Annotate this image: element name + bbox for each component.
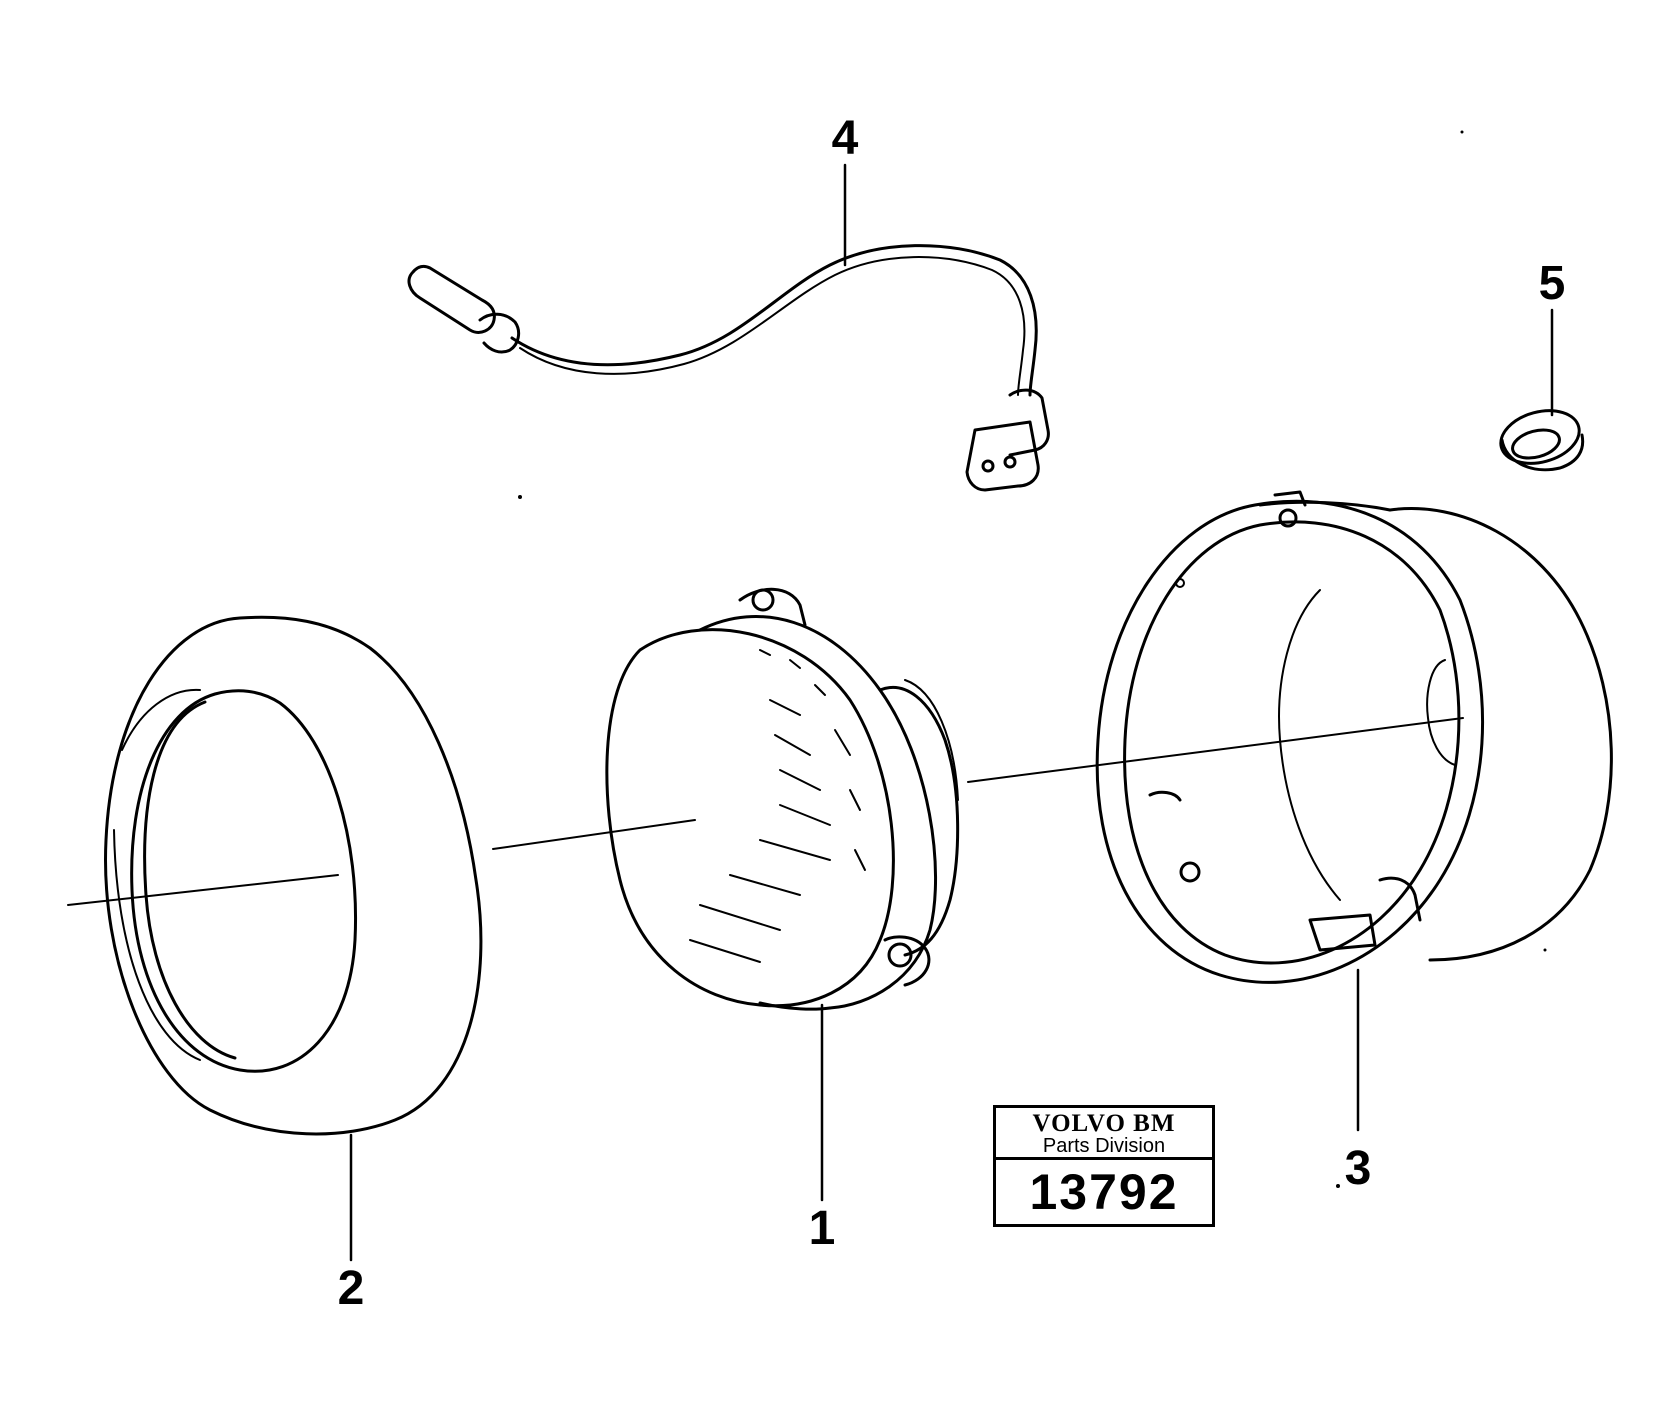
title-block-header: VOLVO BM Parts Division — [996, 1108, 1212, 1160]
grommet-part-5 — [1499, 409, 1585, 472]
headlight-insert-part-1 — [605, 587, 960, 1011]
leader-lines — [349, 163, 1554, 1262]
division-name: Parts Division — [1042, 1135, 1166, 1157]
callout-1: 1 — [808, 1202, 836, 1255]
callout-4: 4 — [831, 112, 859, 165]
rim-part-2 — [104, 615, 483, 1136]
specks — [518, 130, 1547, 1188]
callout-3: 3 — [1344, 1142, 1372, 1195]
centre-axis — [67, 717, 1464, 906]
callout-2: 2 — [337, 1262, 365, 1315]
callout-5: 5 — [1538, 257, 1566, 310]
brand-name: VOLVO BM — [1032, 1110, 1176, 1137]
housing-part-3 — [1095, 490, 1613, 984]
title-block: VOLVO BM Parts Division 13792 — [993, 1105, 1215, 1227]
drawing-number: 13792 — [1029, 1164, 1179, 1220]
cable-harness-part-4 — [407, 244, 1050, 492]
